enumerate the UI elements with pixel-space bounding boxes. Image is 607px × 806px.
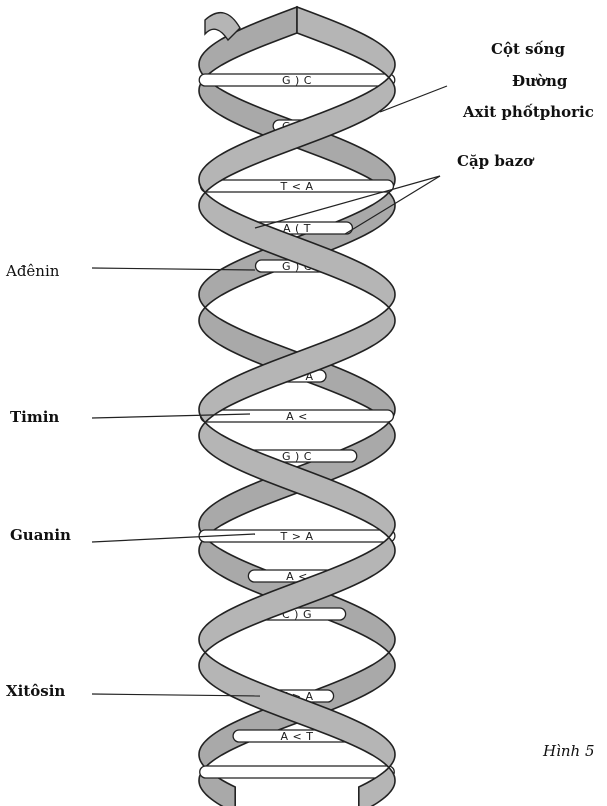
label-sugar: Đường xyxy=(512,72,567,90)
base-pair-label: A < xyxy=(286,410,308,423)
label-adenine: Ađênin xyxy=(6,262,59,280)
base-pair-label: G ) C xyxy=(282,450,312,463)
base-pair-label: T < A xyxy=(280,180,314,193)
label-phosphoric-acid: Axit phốtphoric xyxy=(463,103,594,121)
figure-caption: Hình 5 xyxy=(543,742,595,760)
label-backbone: Cột sống xyxy=(491,40,565,58)
label-cytosine: Xitôsin xyxy=(6,682,65,700)
base-pair-rung xyxy=(200,766,395,778)
label-thymine: Timin xyxy=(10,408,59,426)
base-pair-label: T > A xyxy=(280,530,314,543)
label-base-pair: Cặp bazơ xyxy=(457,152,533,170)
label-guanine: Guanin xyxy=(10,526,71,544)
base-pair-label: G ) C xyxy=(282,74,312,87)
base-pair-label: A < T xyxy=(281,730,314,743)
